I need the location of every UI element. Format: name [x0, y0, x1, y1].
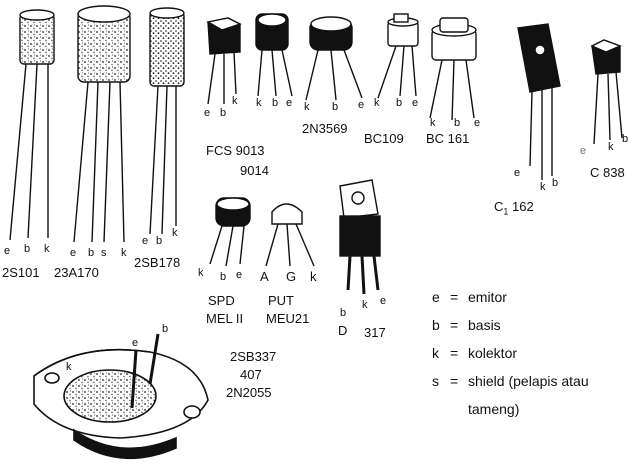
- legend-sym-k: k: [432, 345, 439, 361]
- legend-text-emitor: emitor: [468, 289, 507, 305]
- transistor-2sb178: [149, 7, 185, 235]
- label-bc109: BC109: [364, 131, 404, 146]
- pin-label: b: [340, 307, 347, 319]
- label-2s101: 2S101: [2, 265, 40, 280]
- pin-label: k: [44, 243, 50, 255]
- transistor-c838: [590, 39, 623, 145]
- pin-label: b: [396, 97, 403, 109]
- transistor-317: [339, 179, 381, 295]
- pin-label: e: [286, 97, 293, 109]
- label-317: 317: [364, 325, 386, 340]
- transistor-bc109: [377, 13, 419, 99]
- legend-text-tameng: tameng): [468, 401, 520, 417]
- legend-eq: =: [450, 317, 459, 333]
- pin-label: b: [220, 271, 227, 283]
- transistor-dome-1: [255, 13, 293, 97]
- label-fcs9013: FCS 9013: [206, 143, 265, 158]
- legend-text-shield: shield (pelapis atau: [468, 373, 589, 389]
- label-put: PUT: [268, 293, 294, 308]
- transistor-c1162: [517, 23, 561, 180]
- pin-label: b: [332, 101, 339, 113]
- pin-label: k: [198, 267, 204, 279]
- legend-eq: =: [450, 289, 459, 305]
- label-spd: SPD: [208, 293, 235, 308]
- pin-label: e: [204, 107, 211, 119]
- legend-eq: =: [450, 373, 459, 389]
- transistor-23a170: [73, 5, 131, 243]
- label-2n2055: 2N2055: [226, 385, 272, 400]
- legend-eq: =: [450, 345, 459, 361]
- pin-label: b: [24, 243, 31, 255]
- pin-label: k: [362, 299, 368, 311]
- pin-label: k: [121, 247, 127, 259]
- pin-label: e: [358, 99, 365, 111]
- label-23a170: 23A170: [54, 265, 99, 280]
- label-mel-ii: MEL II: [206, 311, 244, 326]
- pin-label: s: [101, 247, 107, 259]
- pin-label: k: [310, 269, 317, 284]
- label-d: D: [338, 323, 348, 338]
- label-2sb337: 2SB337: [230, 349, 277, 364]
- pin-label: e: [4, 245, 11, 257]
- label-407: 407: [240, 367, 262, 382]
- pin-label: e: [236, 269, 243, 281]
- label-2n3569: 2N3569: [302, 121, 348, 136]
- label-c838: C 838: [590, 165, 625, 180]
- label-c1162: C1 162: [494, 199, 534, 217]
- pin-label: G: [286, 269, 297, 284]
- legend-sym-s: s: [432, 373, 439, 389]
- pin-label: b: [156, 235, 163, 247]
- pin-label: k: [256, 97, 262, 109]
- transistor-bc161: [429, 17, 477, 121]
- pin-label: k: [430, 117, 436, 129]
- transistor-put: [265, 203, 315, 267]
- label-meu21: MEU21: [266, 311, 310, 326]
- transistor-spd: [209, 197, 251, 267]
- pin-label: b: [162, 323, 169, 335]
- transistor-2sb337: [33, 333, 209, 460]
- pin-label: k: [540, 181, 546, 193]
- pin-label: e: [132, 337, 139, 349]
- transistor-fcs9013: [206, 17, 242, 105]
- pin-label: e: [70, 247, 77, 259]
- pin-label: b: [454, 117, 461, 129]
- label-9014: 9014: [240, 163, 269, 178]
- label-2sb178: 2SB178: [134, 255, 181, 270]
- pin-label: e: [380, 295, 387, 307]
- label-bc161: BC 161: [426, 131, 470, 146]
- pin-label: e: [412, 97, 419, 109]
- pin-label: b: [622, 133, 629, 145]
- pin-label: b: [88, 247, 95, 259]
- legend-text-basis: basis: [468, 317, 501, 333]
- transistor-2s101: [9, 9, 55, 241]
- legend-sym-b: b: [432, 317, 440, 333]
- pin-label: k: [304, 101, 310, 113]
- pin-label: b: [272, 97, 279, 109]
- pin-label: e: [474, 117, 481, 129]
- pin-label: k: [232, 95, 238, 107]
- legend-sym-e: e: [432, 289, 440, 305]
- pin-label: b: [220, 107, 227, 119]
- pin-label: e: [514, 167, 521, 179]
- transistor-2n3569: [305, 16, 363, 101]
- pin-label: k: [66, 361, 72, 373]
- pin-label: k: [172, 227, 178, 239]
- legend-text-kolektor: kolektor: [468, 345, 518, 361]
- pin-label: A: [260, 269, 269, 284]
- pin-label: e: [142, 235, 149, 247]
- pin-label: e: [580, 145, 587, 157]
- pin-label: b: [552, 177, 559, 189]
- pin-label: k: [608, 141, 614, 153]
- pin-label: k: [374, 97, 380, 109]
